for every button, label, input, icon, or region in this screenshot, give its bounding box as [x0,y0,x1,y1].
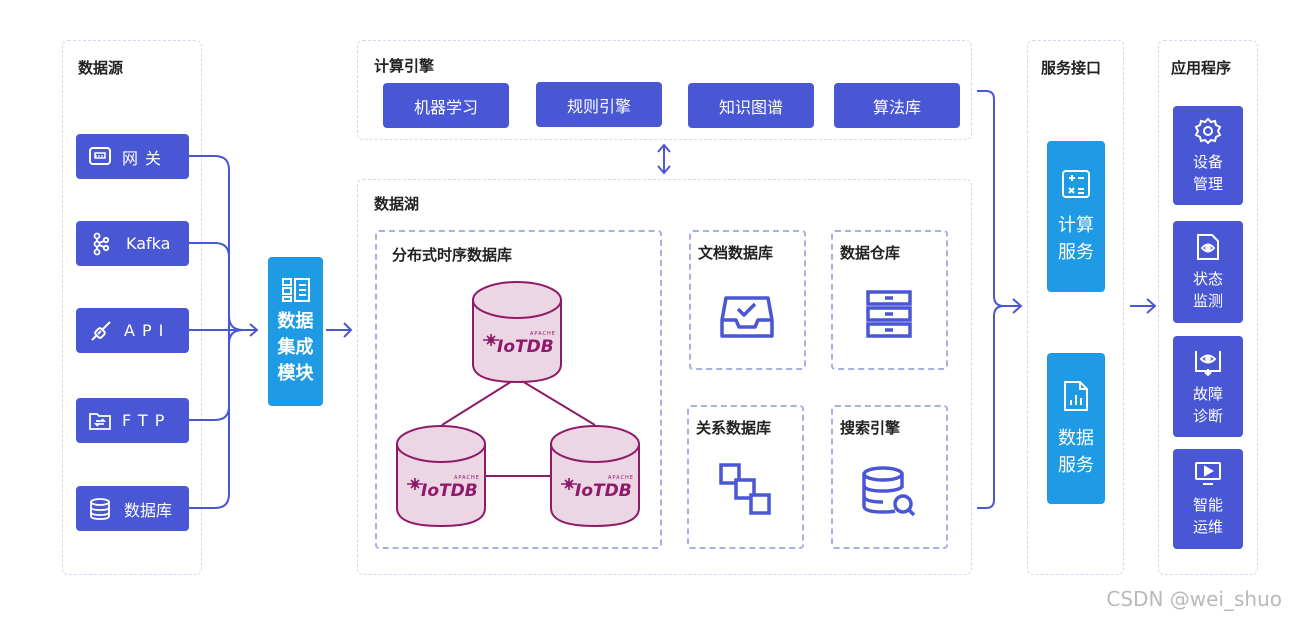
store-data-warehouse-title: 数据仓库 [840,244,901,262]
integration-icon [281,277,310,302]
store-search-engine[interactable] [831,405,948,549]
source-label: FTP [122,411,172,430]
iotdb-apache-top: APACHE [530,331,556,337]
source-database[interactable]: 数据库 [76,486,189,531]
app-line-1: 故障 [1192,384,1223,403]
sources-panel [62,40,202,575]
engine-rule-engine[interactable]: 规则引擎 [536,82,662,127]
service-data[interactable]: 数据 服务 [1047,353,1105,504]
database-icon [90,497,110,520]
source-label: 数据库 [124,500,173,520]
calculator-icon [1062,169,1090,198]
service-compute-line-2: 服务 [1058,241,1094,263]
source-kafka[interactable]: Kafka [76,221,189,266]
iotdb-brand-right: IoTDB [575,481,632,501]
lake-panel-title: 数据湖 [374,195,420,213]
app-status-monitoring[interactable]: 状态 监测 [1173,221,1243,323]
tsdb-title: 分布式时序数据库 [392,246,513,264]
source-label: 网关 [122,148,169,168]
kafka-icon [93,232,110,255]
integration-line-3: 模块 [277,362,314,384]
store-relational-db[interactable] [687,405,804,549]
app-device-management[interactable]: 设备 管理 [1173,106,1243,205]
relation-icon [719,463,771,515]
folder-transfer-icon [89,412,111,430]
app-line-1: 智能 [1192,496,1223,514]
gear-icon [1194,117,1222,144]
integration-line-1: 数据 [277,310,314,332]
source-label: API [124,321,171,340]
services-panel-title: 服务接口 [1041,59,1102,77]
store-relational-db-title: 关系数据库 [696,419,772,437]
report-icon [1064,380,1088,411]
cabinet-icon [866,290,912,338]
inbox-check-icon [720,296,774,338]
watermark: CSDN @wei_shuo [1106,587,1282,611]
app-line-1: 设备 [1192,152,1223,171]
iotdb-brand-left: IoTDB [421,481,478,501]
engine-machine-learning[interactable]: 机器学习 [383,83,509,128]
app-line-2: 运维 [1192,518,1223,536]
sources-panel-title: 数据源 [78,59,124,77]
source-label: Kafka [126,234,171,253]
iotdb-apache-left: APACHE [454,475,480,481]
compute-panel [357,40,972,140]
monitor-play-icon [1195,462,1221,485]
tsdb-box [375,230,662,549]
integration-module[interactable]: 数据 集成 模块 [268,257,323,406]
store-search-engine-title: 搜索引擎 [840,419,901,437]
store-document-db[interactable] [689,230,806,370]
app-line-2: 诊断 [1192,406,1223,425]
source-ftp[interactable]: FTP [76,398,189,443]
services-panel [1027,40,1124,575]
source-gateway[interactable]: 网关 [76,134,189,179]
engine-algorithm-library[interactable]: 算法库 [834,83,960,128]
apps-panel-title: 应用程序 [1171,59,1232,77]
service-compute[interactable]: 计算 服务 [1047,141,1105,292]
engine-knowledge-graph[interactable]: 知识图谱 [688,83,814,128]
service-data-line-1: 数据 [1058,427,1094,449]
app-line-2: 管理 [1192,174,1223,193]
app-smart-operations[interactable]: 智能 运维 [1173,449,1243,549]
app-line-1: 状态 [1192,270,1223,288]
service-data-line-2: 服务 [1058,454,1094,476]
app-fault-diagnosis[interactable]: 故障 诊断 [1173,336,1243,437]
plug-icon [91,320,111,341]
database-search-icon [862,466,916,517]
iotdb-apache-right: APACHE [608,475,634,481]
source-api[interactable]: API [76,308,189,353]
tsdb-cluster [396,281,640,527]
eye-document-icon [1197,234,1219,260]
store-document-db-title: 文档数据库 [698,244,774,262]
store-data-warehouse[interactable] [831,230,948,370]
apps-panel [1158,40,1258,575]
iotdb-brand-top: IoTDB [497,337,554,357]
eye-download-icon [1195,350,1221,376]
app-line-2: 监测 [1192,292,1223,310]
lake-panel [357,179,972,575]
gateway-icon [89,146,111,165]
compute-panel-title: 计算引擎 [374,57,435,75]
integration-line-2: 集成 [277,336,314,358]
service-compute-line-1: 计算 [1058,214,1094,236]
